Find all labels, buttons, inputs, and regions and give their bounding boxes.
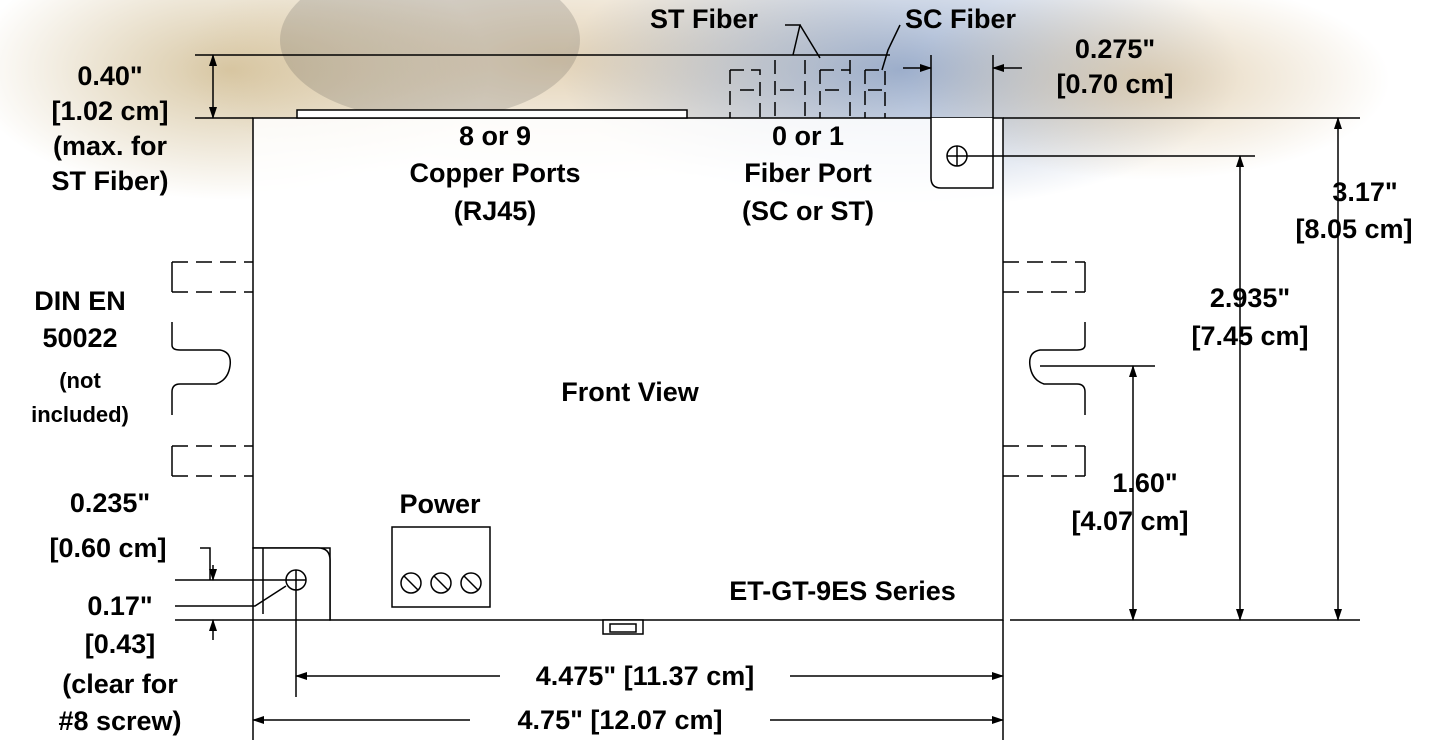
sc-offset-cm: [0.70 cm] [1056, 69, 1174, 99]
height-inches: 3.17" [1332, 177, 1398, 207]
front-view-label: Front View [561, 377, 699, 407]
enclosure-outline [252, 117, 1004, 621]
top-offset-cm: [1.02 cm] [51, 96, 169, 126]
hole-height-cm: [7.45 cm] [1191, 321, 1309, 351]
overall-width-dimension: 4.75" [12.07 cm] [517, 705, 723, 735]
copper-ports-line-3: (RJ45) [453, 196, 537, 226]
top-offset-note-2: ST Fiber) [51, 166, 169, 196]
fiber-port-line-1: 0 or 1 [771, 121, 845, 151]
sc-fiber-label: SC Fiber [905, 4, 1017, 34]
left-offset-cm: [0.60 cm] [49, 533, 167, 563]
series-label: ET-GT-9ES Series [729, 576, 956, 606]
hole-size-inches: 0.17" [87, 591, 153, 621]
copper-ports-line-2: Copper Ports [409, 158, 581, 188]
top-screw-tab [930, 118, 994, 189]
rail-height-cm: [4.07 cm] [1071, 506, 1189, 536]
bottom-screw-tab [252, 547, 331, 621]
fiber-port-line-2: Fiber Port [744, 158, 872, 188]
rail-height-inches: 1.60" [1112, 468, 1178, 498]
power-label: Power [399, 489, 481, 519]
copper-port-strip [296, 109, 688, 119]
hole-size-cm: [0.43] [84, 629, 156, 659]
hole-note-1: (clear for [62, 669, 178, 699]
din-rail-line-3: (not [59, 368, 101, 393]
power-connector [391, 526, 491, 608]
top-offset-inches: 0.40" [77, 61, 143, 91]
din-rail-line-1: DIN EN [34, 286, 126, 316]
din-rail-line-4: included) [31, 402, 129, 427]
st-fiber-label: ST Fiber [650, 4, 759, 34]
sc-offset-inches: 0.275" [1074, 34, 1156, 64]
din-rail-line-2: 50022 [42, 323, 118, 353]
left-offset-inches: 0.235" [69, 488, 151, 518]
copper-ports-line-1: 8 or 9 [458, 121, 532, 151]
top-offset-note-1: (max. for [52, 131, 168, 161]
height-cm: [8.05 cm] [1295, 214, 1413, 244]
fiber-port-line-3: (SC or ST) [742, 196, 874, 226]
hole-height-inches: 2.935" [1209, 283, 1291, 313]
hole-spacing-dimension: 4.475" [11.37 cm] [535, 661, 755, 691]
hole-note-2: #8 screw) [58, 706, 182, 736]
